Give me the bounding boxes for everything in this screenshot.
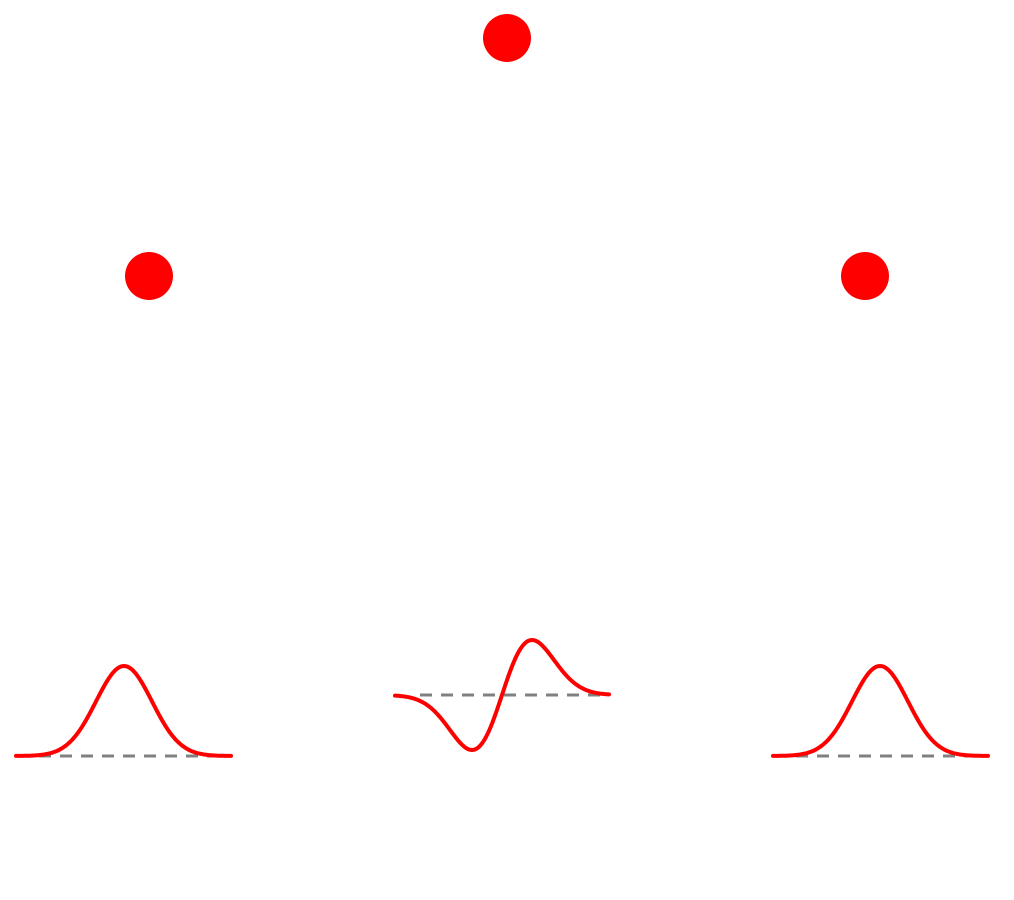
wave-left bbox=[14, 664, 233, 758]
wave-left-group bbox=[14, 664, 233, 758]
dot-right bbox=[841, 252, 889, 300]
waveforms-group bbox=[14, 638, 990, 758]
dot-left bbox=[125, 252, 173, 300]
wave-right-group bbox=[771, 664, 990, 758]
wave-center-group bbox=[393, 638, 611, 752]
wave-center bbox=[393, 638, 611, 752]
dots-group bbox=[125, 14, 889, 300]
dot-top-center bbox=[483, 14, 531, 62]
wave-right bbox=[771, 664, 990, 758]
